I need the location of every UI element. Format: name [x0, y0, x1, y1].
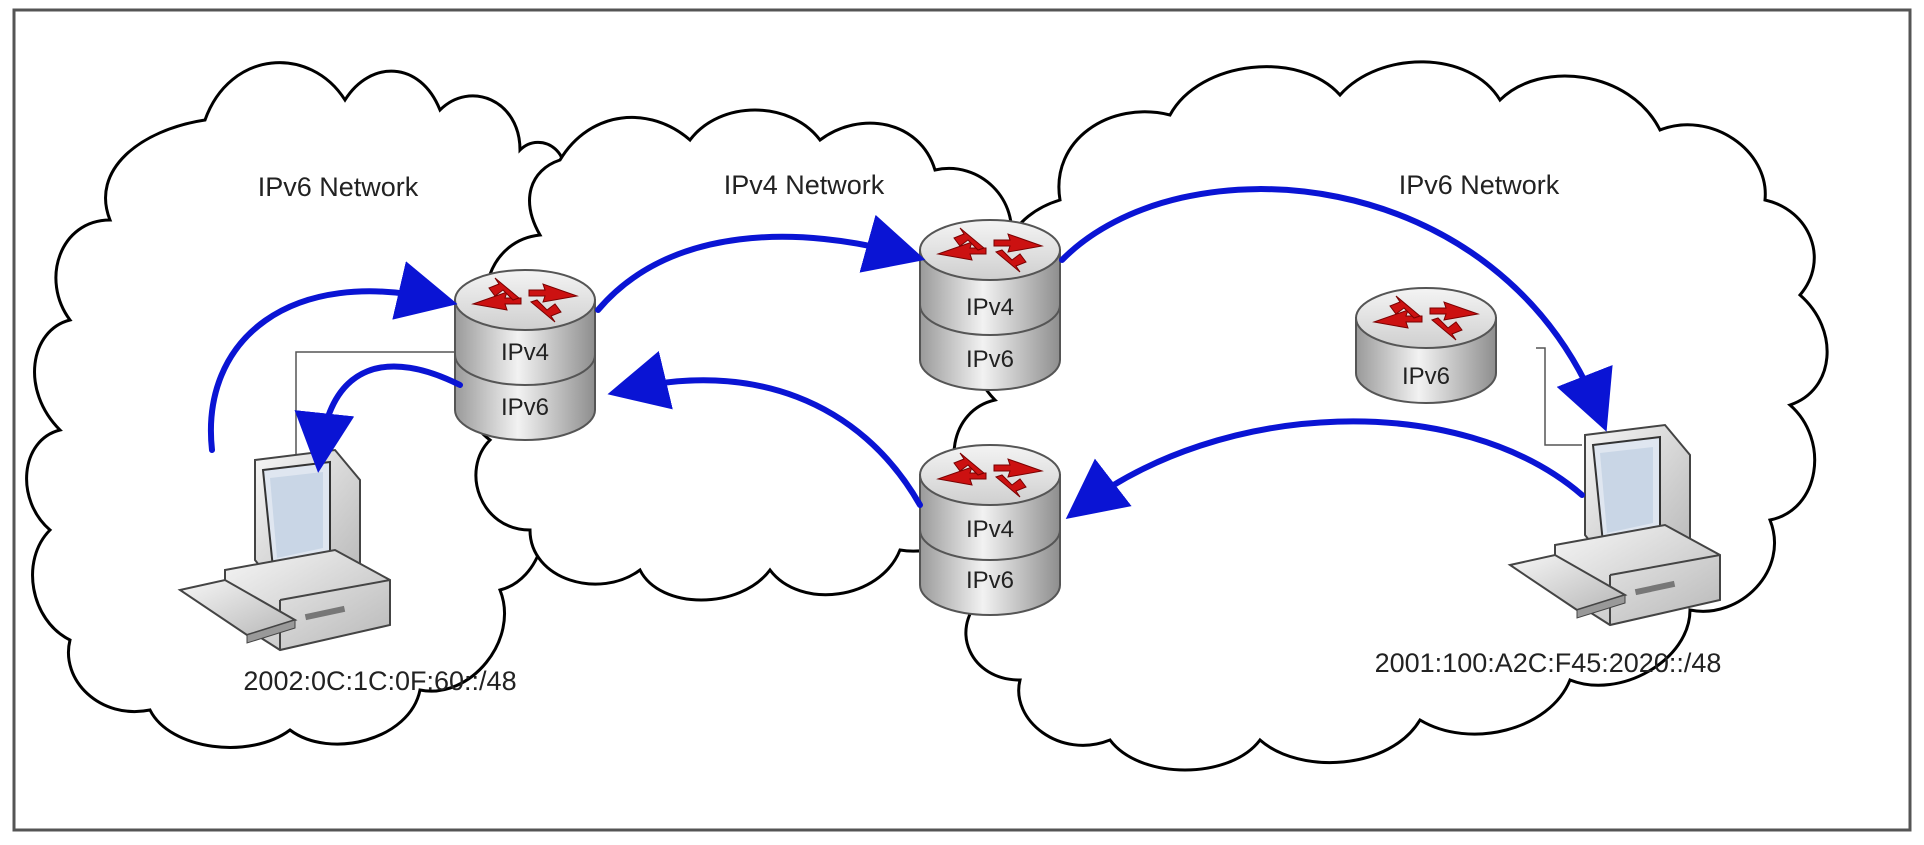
arrow-right-pc-to-center-bottom [1065, 418, 1585, 519]
arrow-left-router-to-pc [294, 363, 463, 473]
router-left-bottom-label: IPv6 [501, 394, 549, 421]
traffic-arrows [207, 186, 1613, 519]
computer-right [1507, 423, 1721, 627]
router-center-bottom-dual: IPv4 IPv6 [919, 444, 1061, 616]
computer-left [177, 448, 391, 652]
computer-icon [177, 448, 391, 652]
router-center-top-top-label: IPv4 [966, 294, 1014, 321]
computer-icon [1507, 423, 1721, 627]
arrow-center-bottom-to-left-router [607, 351, 923, 508]
router-center-top-bottom-label: IPv6 [966, 346, 1014, 373]
right-network-address: 2001:100:A2C:F45:2020::/48 [1375, 648, 1722, 678]
cloud-left-ipv6 [25, 61, 570, 749]
right-link-line [1536, 347, 1582, 446]
right-network-label: IPv6 Network [1399, 170, 1560, 200]
router-right-label: IPv6 [1402, 363, 1450, 390]
arrow-left-router-to-center-top [595, 214, 926, 313]
router-right-ipv6: IPv6 [1355, 287, 1497, 404]
router-icon [454, 269, 596, 331]
left-network-address: 2002:0C:1C:0F:60::/48 [243, 666, 516, 696]
center-network-label: IPv4 Network [724, 170, 885, 200]
router-center-bottom-top-label: IPv4 [966, 516, 1014, 543]
arrow-pc-to-left-router [207, 261, 458, 453]
left-network-label: IPv6 Network [258, 172, 419, 202]
arrow-center-top-to-right-pc [1059, 186, 1613, 432]
router-center-bottom-bottom-label: IPv6 [966, 567, 1014, 594]
router-icon [1355, 287, 1497, 349]
router-icon [919, 444, 1061, 506]
router-icon [919, 219, 1061, 281]
router-left-top-label: IPv4 [501, 339, 549, 366]
router-left-dual: IPv4 IPv6 [454, 269, 596, 441]
router-center-top-dual: IPv4 IPv6 [919, 219, 1061, 391]
frame-border [12, 8, 1912, 832]
